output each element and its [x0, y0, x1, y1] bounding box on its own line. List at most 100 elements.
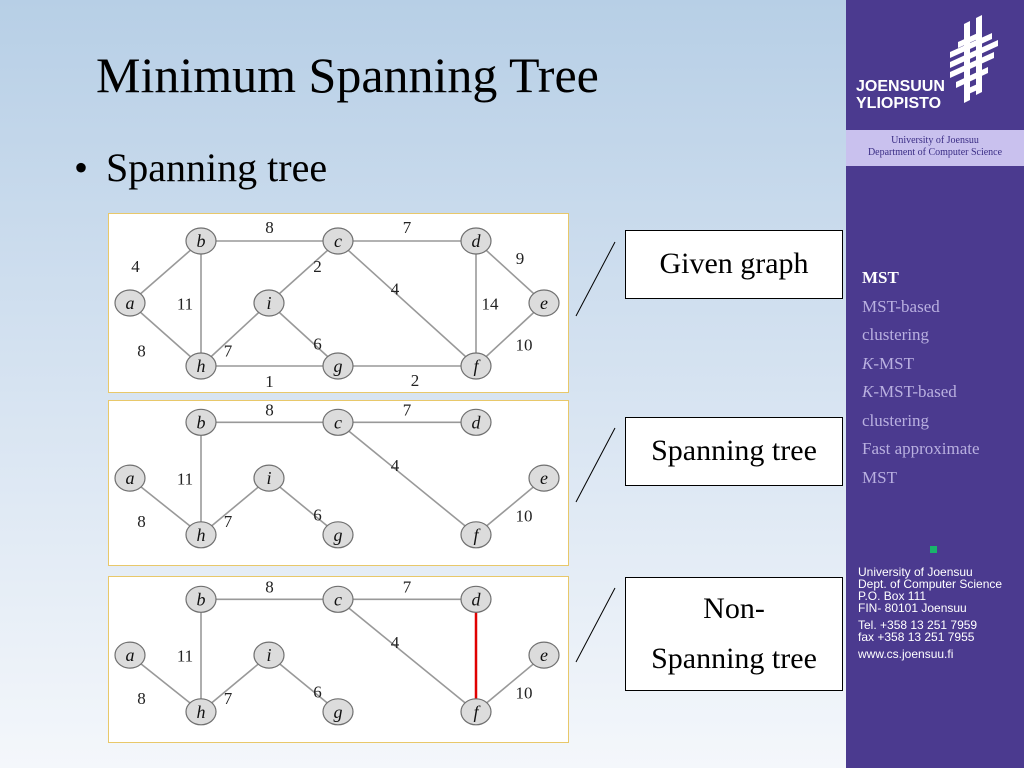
edge-weight-label: 8 — [265, 578, 274, 597]
sidebar: JOENSUUN YLIOPISTO University of Joensuu… — [846, 0, 1024, 768]
menu-item-text: -MST — [873, 353, 914, 373]
edge-e-f — [475, 477, 545, 536]
edge-h-i — [200, 302, 270, 367]
menu-item[interactable]: Fast approximate — [862, 435, 980, 464]
label-given-graph: Given graph — [625, 230, 843, 299]
graph-node-label: g — [334, 525, 343, 545]
edge-weight-label: 11 — [177, 647, 193, 666]
logo-text-line1: JOENSUUN — [856, 78, 945, 95]
green-square-icon — [930, 546, 937, 553]
graph-node-g — [322, 698, 354, 726]
slide-title: Minimum Spanning Tree — [96, 47, 599, 103]
edge-weight-label: 7 — [224, 512, 233, 531]
graph-node-label: f — [473, 525, 481, 545]
contact-line: fax +358 13 251 7955 — [858, 630, 975, 644]
logo-mark-icon — [950, 15, 998, 103]
label-non-spanning-tree: Non- Spanning tree — [625, 577, 843, 691]
menu-item[interactable]: clustering — [862, 407, 980, 436]
edge-weight-label: 7 — [224, 689, 233, 708]
graph-node-label: e — [540, 645, 548, 665]
menu-item[interactable]: K-MST — [862, 350, 980, 379]
menu-item[interactable]: MST — [862, 264, 980, 293]
graph-node-e — [528, 289, 560, 317]
graph-node-i — [253, 641, 285, 669]
graph-node-label: f — [473, 356, 481, 376]
contact-link[interactable]: www.cs.joensuu.fi — [858, 647, 954, 661]
edge-weight-label: 6 — [313, 335, 322, 354]
graph-node-b — [185, 585, 217, 613]
graph-node-g — [322, 352, 354, 380]
menu-item[interactable]: MST — [862, 464, 980, 493]
graph-node-c — [322, 585, 354, 613]
graph-node-a — [114, 464, 146, 492]
bullet-item: •Spanning tree — [74, 144, 327, 191]
menu-item-text: -MST-based — [873, 382, 957, 401]
edge-c-f — [337, 421, 477, 536]
contact-line: P.O. Box 111 — [858, 589, 927, 603]
graph-node-b — [185, 227, 217, 255]
graph-node-label: i — [266, 645, 271, 665]
edge-e-f — [475, 654, 545, 713]
graph-node-label: b — [197, 412, 206, 432]
edge-weight-label: 1 — [265, 372, 274, 391]
graph-node-label: i — [266, 468, 271, 488]
contact-line: Dept. of Computer Science — [858, 577, 1003, 591]
menu-item-text: MST-based — [862, 296, 940, 316]
graph-node-label: h — [197, 525, 206, 545]
connector-line-spanning — [575, 427, 616, 503]
edge-weight-label: 11 — [177, 295, 193, 314]
graph-node-b — [185, 408, 217, 436]
edge-c-f — [337, 598, 477, 713]
edge-c-f — [337, 240, 477, 367]
edge-weight-label: 4 — [391, 633, 400, 652]
graph-node-label: h — [197, 702, 206, 722]
edge-weight-label: 4 — [391, 280, 400, 299]
edge-h-i — [200, 477, 270, 536]
connector-line-given — [575, 241, 616, 317]
edge-weight-label: 8 — [137, 512, 146, 531]
menu-item[interactable]: K-MST-based — [862, 378, 980, 407]
edge-i-g — [268, 302, 339, 367]
graph-node-i — [253, 289, 285, 317]
graph-node-g — [322, 521, 354, 549]
graph-node-label: c — [334, 231, 342, 251]
contact-line: Tel. +358 13 251 7959 — [858, 618, 978, 632]
slide-main: Minimum Spanning Tree •Spanning tree 4 8 7… — [0, 0, 846, 768]
graph-node-a — [114, 289, 146, 317]
contact-info: University of Joensuu Dept. of Computer … — [858, 566, 1002, 660]
edge-weight-label: 7 — [403, 578, 412, 597]
edge-weight-label: 8 — [265, 401, 274, 420]
graph-node-label: d — [472, 589, 482, 609]
graph-node-label: g — [334, 356, 343, 376]
graph-node-label: c — [334, 589, 342, 609]
menu-item-text: MST — [862, 467, 897, 487]
graph-node-e — [528, 641, 560, 669]
edge-weight-label: 8 — [265, 218, 274, 237]
menu-item-k: K — [862, 353, 874, 373]
edge-i-g — [268, 477, 339, 536]
menu-item[interactable]: MST-based — [862, 293, 980, 322]
graph-node-label: b — [197, 231, 206, 251]
graph-node-d — [460, 227, 492, 255]
logo-text-line2: YLIOPISTO — [856, 95, 942, 112]
edge-weight-label: 4 — [391, 456, 400, 475]
edge-weight-label: 8 — [137, 689, 146, 708]
menu-item[interactable]: clustering — [862, 321, 980, 350]
graph-node-c — [322, 408, 354, 436]
edge-a-b — [129, 240, 202, 304]
graph-node-d — [460, 408, 492, 436]
edge-e-f — [475, 302, 545, 367]
graph-node-label: g — [334, 702, 343, 722]
university-band: University of Joensuu Department of Comp… — [846, 130, 1024, 166]
menu-item-text: Fast approximate — [862, 439, 980, 458]
contact-line: FIN- 80101 Joensuu — [858, 601, 967, 615]
edge-weight-label: 2 — [411, 371, 420, 390]
edge-d-e — [475, 240, 545, 304]
graph-node-label: a — [126, 645, 135, 665]
edge-a-h — [129, 477, 202, 536]
